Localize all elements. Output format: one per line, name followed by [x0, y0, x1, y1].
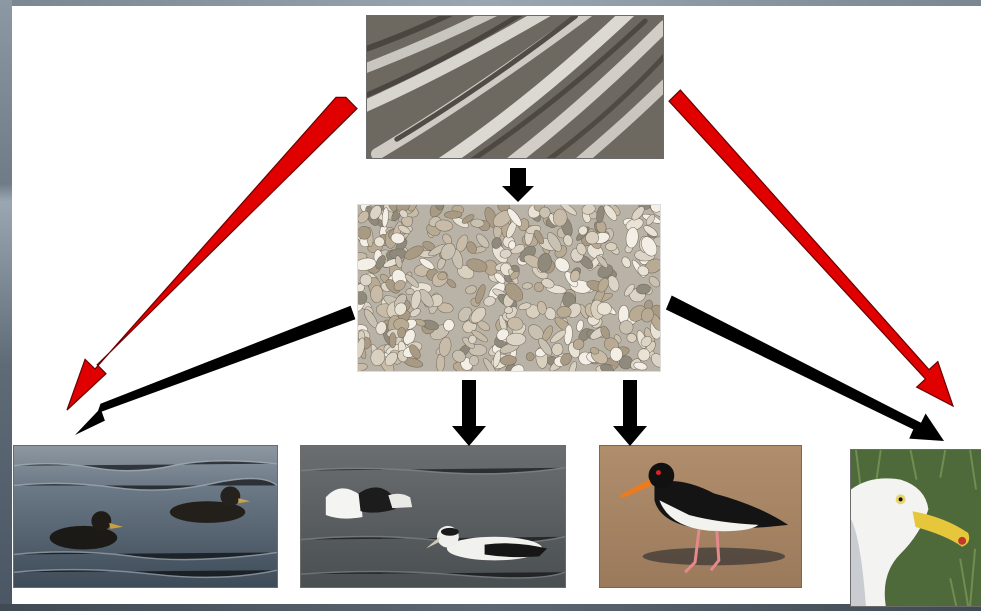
- black-scoter-ducks-image: [14, 446, 277, 587]
- arrow-shells-to-scoter: [75, 306, 355, 435]
- arrow-shells-to-gull: [666, 296, 944, 442]
- arrow-sand-to-scoter: [67, 97, 357, 410]
- sand-ripples-image: [367, 16, 663, 158]
- herring-gull-image: [851, 450, 981, 606]
- eider-ducks-image: [301, 446, 565, 587]
- oystercatcher-photo: [599, 445, 802, 588]
- eider-ducks-photo: [300, 445, 566, 588]
- black-scoter-ducks-photo: [13, 445, 278, 588]
- shellfish-bed-image: [358, 205, 660, 371]
- arrow-sand-to-shells: [502, 168, 534, 202]
- arrow-shells-to-oystercatcher: [613, 380, 647, 446]
- shellfish-bed-photo: [357, 204, 661, 372]
- herring-gull-photo: [850, 449, 981, 607]
- arrow-shells-to-eider: [452, 380, 486, 446]
- oystercatcher-image: [600, 446, 801, 587]
- arrow-sand-to-gull: [669, 90, 953, 406]
- frame-top-edge: [0, 0, 981, 6]
- sand-ripples-photo: [366, 15, 664, 159]
- frame-left-edge: [0, 0, 12, 611]
- frame-bottom-edge: [0, 604, 981, 611]
